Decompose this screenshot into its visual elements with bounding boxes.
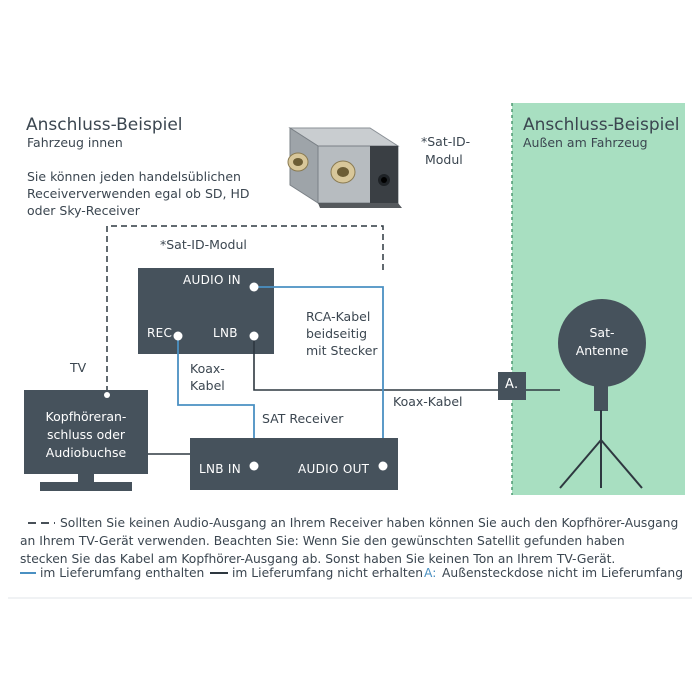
outside-panel <box>512 103 685 495</box>
koax-short-label-1: Koax- <box>190 361 225 376</box>
optional-headphone-path <box>106 225 384 392</box>
tv-stand-base <box>40 482 132 491</box>
sat-receiver-box <box>190 438 398 490</box>
legend-note-line-3: stecken Sie das Kabel am Kopfhörer-Ausga… <box>20 552 616 566</box>
sat-antenna <box>558 299 646 489</box>
intro-line-3: oder Sky-Receiver <box>27 203 140 218</box>
legend-dark-text: im Lieferumfang nicht erhalten <box>232 566 424 580</box>
intro-line-2: Receiververwenden egal ob SD, HD <box>27 186 250 201</box>
photo-caption-line-2: Modul <box>425 152 463 167</box>
audio-out-label: AUDIO OUT <box>298 462 370 476</box>
photo-caption-line-1: *Sat-ID- <box>421 134 471 149</box>
sat-id-module-box <box>138 268 274 354</box>
koax-long-label: Koax-Kabel <box>393 394 463 409</box>
tv-text-line-1: Kopfhöreran- <box>45 409 127 424</box>
right-panel-title: Anschluss-Beispiel <box>523 115 680 135</box>
rca-cable <box>254 286 384 466</box>
koax-cable-rec-to-lnb-in <box>177 336 255 466</box>
tv-stand-neck <box>78 474 94 482</box>
legend-a-symbol: A: <box>424 566 437 580</box>
legend-note-line-1: Sollten Sie keinen Audio-Ausgang an Ihre… <box>60 516 679 530</box>
rca-cable-label-1: RCA-Kabel <box>306 309 371 324</box>
tv-headphone-port <box>104 392 110 398</box>
right-panel-subtitle: Außen am Fahrzeug <box>523 135 648 150</box>
koax-cable-to-socket <box>253 338 498 391</box>
tv-label: TV <box>70 360 87 375</box>
rca-cable-label-2: beidseitig <box>306 326 368 341</box>
left-panel-subtitle: Fahrzeug innen <box>27 135 123 150</box>
antenna-label-1: Sat- <box>589 325 615 340</box>
rca-cable-label-3: mit Stecker <box>306 343 378 358</box>
tv-text-line-3: Audiobuchse <box>45 445 127 460</box>
lnb-port <box>249 331 259 341</box>
audio-in-label: AUDIO IN <box>183 273 241 287</box>
intro-line-1: Sie können jeden handelsüblichen <box>27 169 241 184</box>
legend-blue-text: im Lieferumfang enthalten <box>40 566 205 580</box>
koax-short-label-2: Kabel <box>190 378 225 393</box>
rec-port <box>173 331 183 341</box>
lnb-in-label: LNB IN <box>199 462 242 476</box>
antenna-label-2: Antenne <box>575 343 629 358</box>
lnb-label: LNB <box>213 326 238 340</box>
legend-note-line-2: an Ihrem TV-Gerät verwenden. Beachten Si… <box>20 534 625 548</box>
audio-out-port <box>378 461 388 471</box>
left-panel-title: Anschluss-Beispiel <box>26 115 183 135</box>
legend-a-text: Außensteckdose nicht im Lieferumfang <box>442 566 684 580</box>
rec-label: REC <box>147 326 173 340</box>
sat-id-module-caption: *Sat-ID-Modul <box>160 237 247 252</box>
outdoor-socket <box>498 372 526 400</box>
socket-label: A. <box>505 377 519 392</box>
tv-screen <box>24 390 148 474</box>
audio-in-port <box>249 282 259 292</box>
sat-receiver-label: SAT Receiver <box>262 411 344 426</box>
tv-text-line-2: schluss oder <box>46 427 126 442</box>
lnb-in-port <box>249 461 259 471</box>
sat-id-module-photo <box>287 127 402 208</box>
